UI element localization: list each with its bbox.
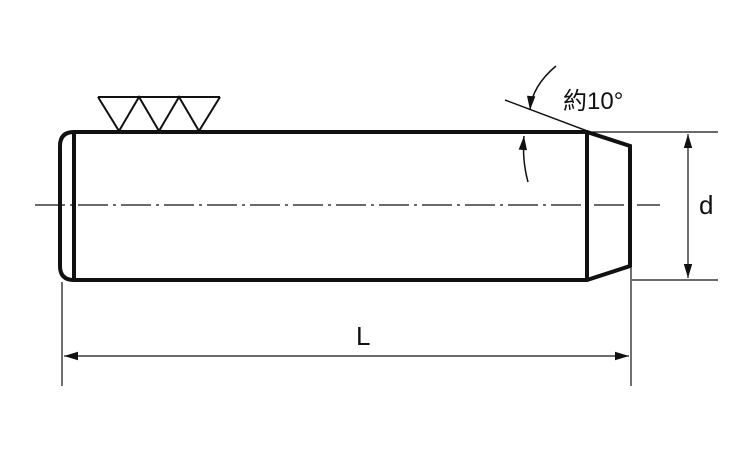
pin-body <box>58 130 632 282</box>
angle-annotation <box>504 65 660 183</box>
diameter-label: d <box>699 190 713 220</box>
angle-label: 約10° <box>563 88 623 115</box>
length-label: L <box>356 321 370 351</box>
surface-finish-symbol <box>97 95 221 133</box>
diameter-dimension <box>632 131 718 281</box>
length-dimension <box>61 268 632 386</box>
pin-outline <box>58 130 632 282</box>
